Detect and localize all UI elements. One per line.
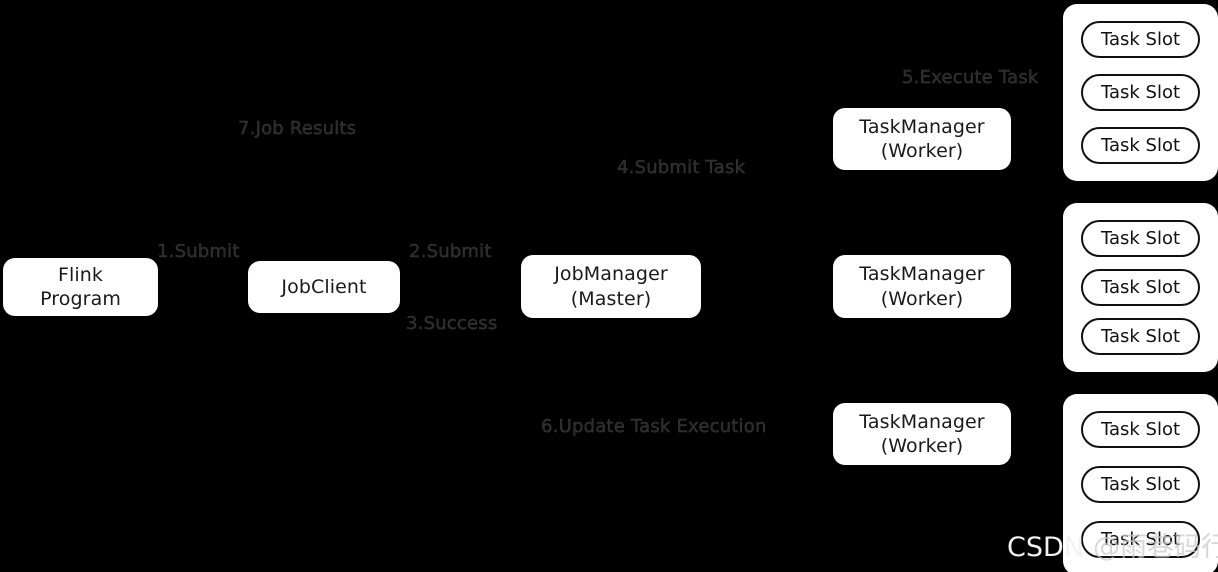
label-7-job-results: 7.Job Results: [238, 118, 357, 139]
label-6-update-task-execution: 6.Update Task Execution: [541, 416, 767, 437]
task-slot: Task Slot: [1081, 411, 1200, 448]
label-1-submit: 1.Submit: [157, 241, 240, 262]
node-label-secondary: (Worker): [880, 287, 964, 310]
node-label-secondary: (Worker): [880, 435, 964, 457]
task-slot: Task Slot: [1081, 521, 1200, 558]
node-label-primary: JobManager: [554, 263, 668, 286]
label-4-submit-task: 4.Submit Task: [617, 157, 746, 178]
node-label-primary: Flink: [57, 263, 104, 286]
task-slot: Task Slot: [1081, 318, 1200, 355]
node-label-secondary: Program: [40, 288, 121, 310]
node-label-primary: JobClient: [281, 275, 367, 298]
task-slot: Task Slot: [1081, 466, 1200, 503]
node-label-primary: TaskManager: [859, 115, 985, 138]
task-slot: Task Slot: [1081, 21, 1200, 58]
node-label-primary: TaskManager: [859, 410, 985, 433]
node-label-secondary: (Worker): [880, 140, 964, 162]
task-slot: Task Slot: [1081, 269, 1200, 306]
node-task-manager-1: TaskManager(Worker): [833, 108, 1011, 170]
node-task-manager-3: TaskManager(Worker): [833, 403, 1011, 465]
node-label-secondary: (Master): [570, 287, 652, 310]
node-label-primary: TaskManager: [859, 263, 985, 286]
task-slot: Task Slot: [1081, 220, 1200, 257]
node-task-manager-2: TaskManager(Worker): [833, 255, 1011, 318]
task-slot: Task Slot: [1081, 127, 1200, 164]
label-5-execute-task: 5.Execute Task: [902, 67, 1039, 88]
task-slot: Task Slot: [1081, 74, 1200, 111]
label-3-success: 3.Success: [406, 313, 498, 334]
node-job-manager: JobManager(Master): [521, 255, 701, 318]
label-2-submit: 2.Submit: [409, 241, 492, 262]
node-job-client: JobClient: [248, 261, 400, 313]
